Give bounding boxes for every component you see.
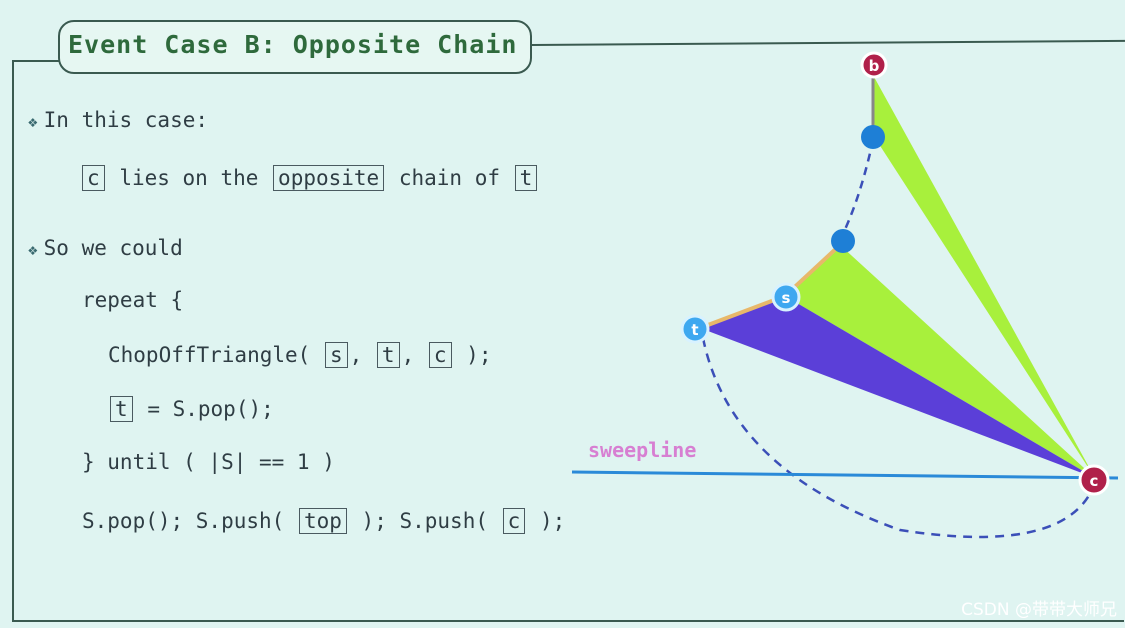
chop-box-t: t [376,342,400,368]
chain-figure: b s t c [571,51,1119,539]
chop-box-c: c [428,342,452,368]
final-a: S.pop(); S.push( [82,509,285,533]
code-until: } until ( |S| == 1 ) [82,450,335,474]
bullet-in-this-case: ❖ In this case: [28,108,208,132]
chain-edge-ts [699,294,786,330]
bullet-text: So we could [43,236,183,260]
case-text-2: chain of [398,166,501,190]
case-text-1: lies on the [119,166,259,190]
chain-node-mid [831,229,855,253]
bullet-so-we-could: ❖ So we could [28,236,183,260]
sweepline-label: sweepline [588,438,697,462]
svg-text:t: t [691,321,698,339]
chain-node-upper [861,125,885,149]
assign-rest: = S.pop(); [147,397,274,421]
code-chop: ChopOffTriangle( s, t, c ); [108,342,492,368]
box-t: t [514,165,538,191]
slide-title: Event Case B: Opposite Chain [68,30,518,59]
chop-end: ); [466,343,492,367]
final-box-top: top [298,508,347,534]
svg-text:s: s [782,289,791,307]
diamond-bullet-icon: ❖ [28,240,38,259]
sweep-line [571,470,1119,480]
svg-text:c: c [1090,472,1099,490]
node-b: b [860,51,888,79]
bullet-text: In this case: [43,108,209,132]
slide-frame [12,60,1124,622]
dashed-chain-lower [701,337,1094,539]
assign-box-t: t [110,396,133,422]
chop-box-s: s [324,342,348,368]
final-end: ); [539,509,566,533]
purple-triangle [700,296,1095,478]
dashed-chain-upper [838,139,875,241]
case-statement: c lies on the opposite chain of t [80,165,539,191]
final-b: ); S.push( [361,509,488,533]
watermark: CSDN @带带大师兄 [961,600,1117,620]
green-triangle-mid [785,245,1095,478]
title-box [58,20,532,74]
node-c: c [1078,464,1110,496]
diamond-bullet-icon: ❖ [28,112,38,131]
code-final: S.pop(); S.push( top ); S.push( c ); [82,508,565,534]
node-s: s [771,282,801,312]
chop-fn: ChopOffTriangle( [108,343,311,367]
svg-text:b: b [869,57,880,75]
final-box-c: c [502,508,526,534]
code-assign: t = S.pop(); [108,396,274,422]
frame-top-left [12,60,60,62]
box-c: c [82,165,105,191]
box-opposite: opposite [273,165,385,191]
node-t: t [680,314,710,344]
green-triangle-top [873,75,1095,478]
code-repeat: repeat { [82,288,184,312]
